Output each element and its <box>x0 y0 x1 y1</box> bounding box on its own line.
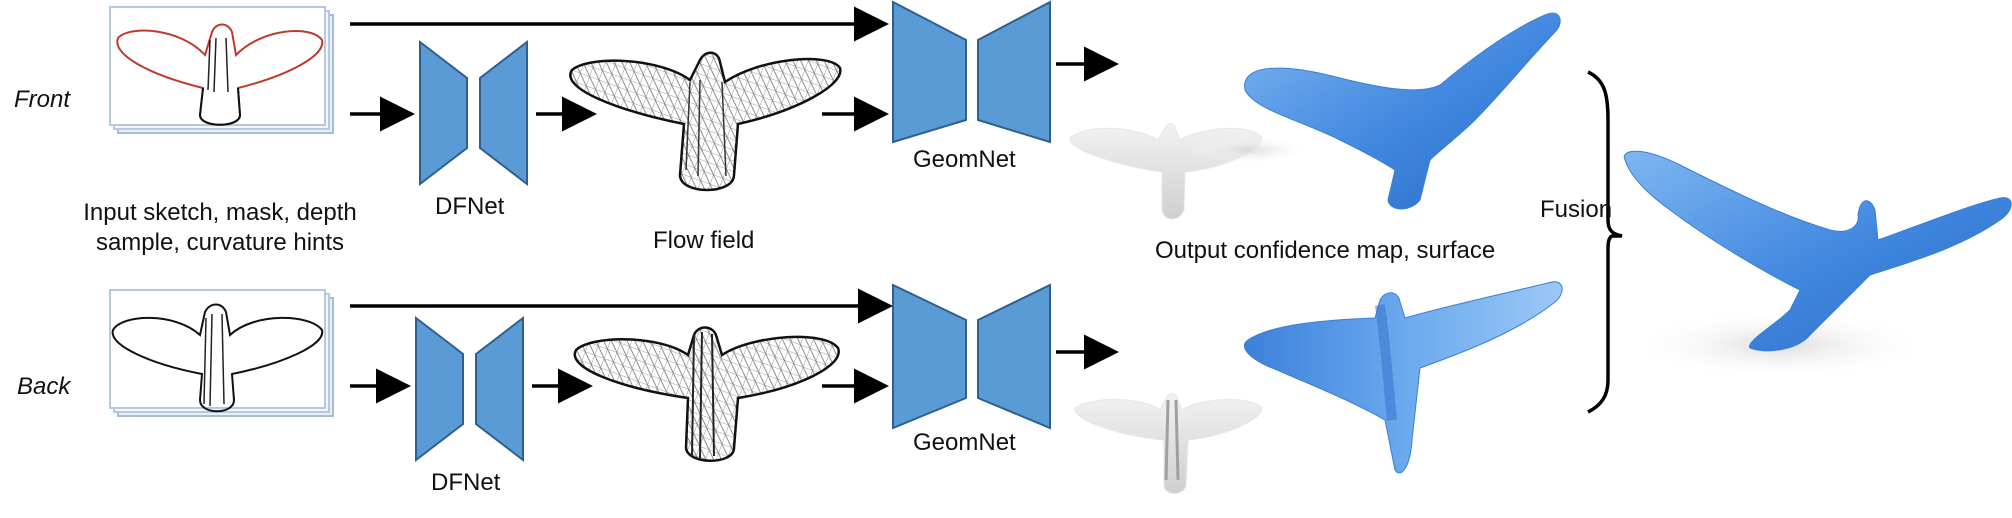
back-sketch-stack <box>109 289 334 417</box>
input-caption-line2: sample, curvature hints <box>95 229 345 256</box>
geomnet-back-network-icon <box>892 283 1051 430</box>
fused-surface-icon <box>1623 150 2012 380</box>
surface-front-icon <box>1190 12 1561 210</box>
geomnet-front-network-icon <box>892 0 1051 144</box>
flow-field-front-icon <box>569 51 842 192</box>
front-row-label: Front <box>14 86 71 113</box>
front-sketch-stack <box>109 6 334 134</box>
bird-sketch-icon <box>116 23 324 126</box>
back-row-label: Back <box>17 373 71 400</box>
dfnet-front-network-icon <box>419 39 528 187</box>
flow-field-label: Flow field <box>653 227 755 254</box>
surface-back-icon <box>1243 281 1563 474</box>
bird-sketch-back-icon <box>111 303 324 413</box>
fusion-bracket <box>1587 70 1623 414</box>
fusion-label: Fusion <box>1540 196 1613 223</box>
input-caption-line1: Input sketch, mask, depth <box>83 199 357 226</box>
confidence-map-back-icon <box>1074 393 1263 494</box>
dfnet-back-network-icon <box>415 315 524 463</box>
dfnet-back-label: DFNet <box>431 469 501 496</box>
geomnet-back-label: GeomNet <box>913 429 1016 456</box>
flow-field-back-icon <box>573 326 840 462</box>
dfnet-front-label: DFNet <box>435 193 505 220</box>
geomnet-front-label: GeomNet <box>913 146 1016 173</box>
output-label: Output confidence map, surface <box>1155 237 1496 264</box>
